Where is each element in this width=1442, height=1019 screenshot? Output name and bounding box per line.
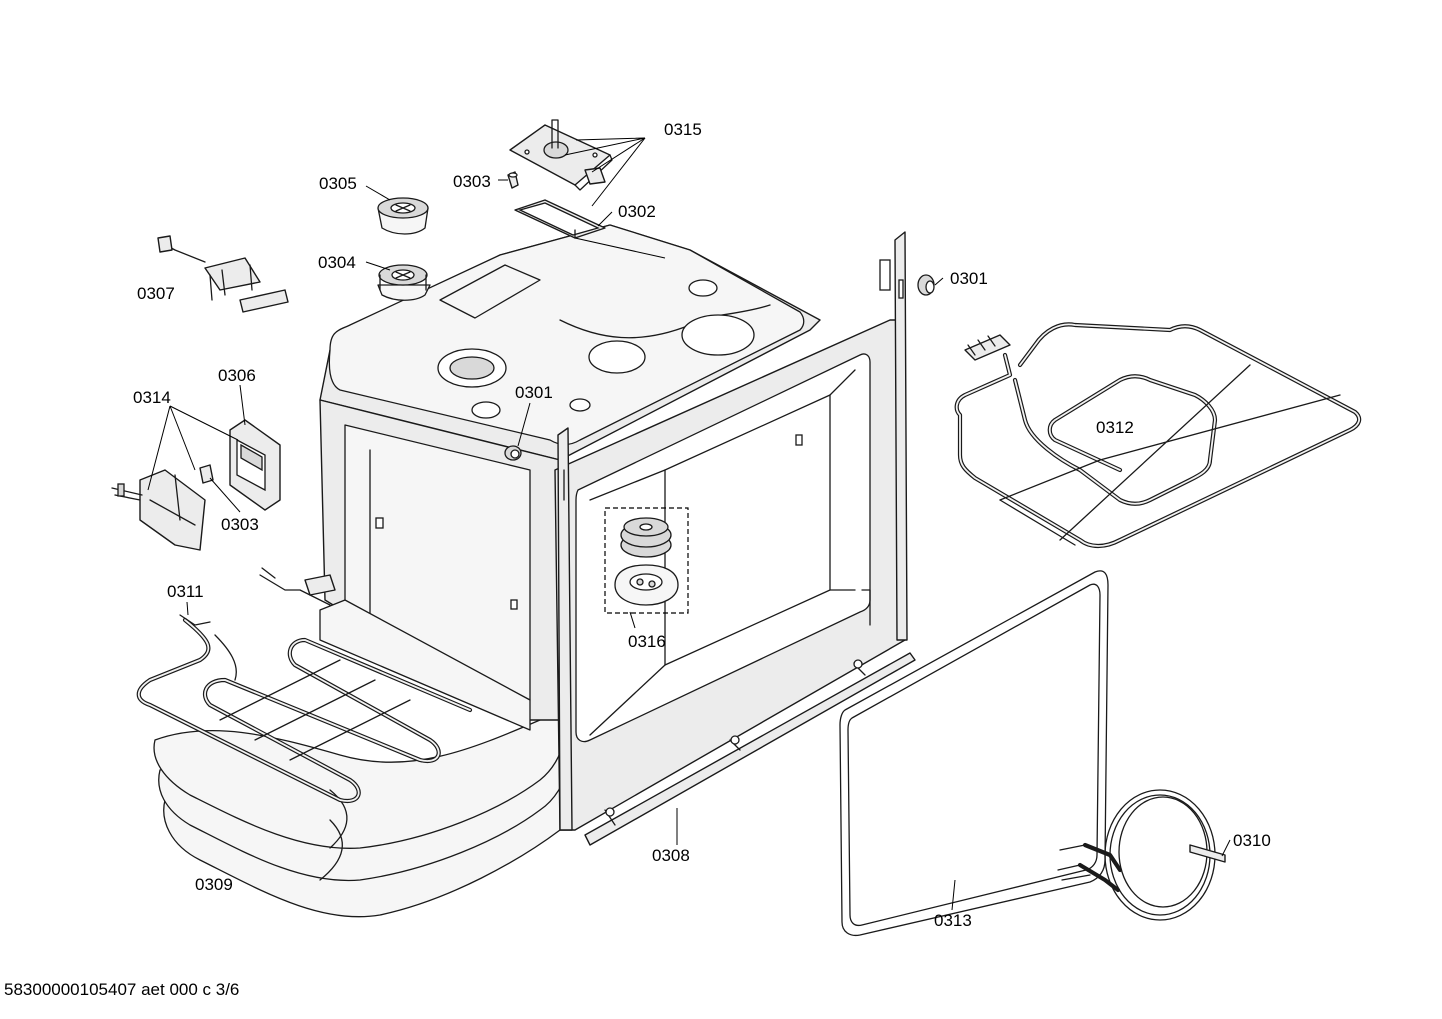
label-0303-top: 0303: [453, 172, 491, 191]
temperature-sensor-part: [157, 235, 289, 313]
label-0315: 0315: [664, 120, 702, 139]
lamp-cover-center-part: [504, 445, 522, 461]
label-0307: 0307: [137, 284, 175, 303]
label-0302: 0302: [618, 202, 656, 221]
label-0303-left: 0303: [221, 515, 259, 534]
lamp-housing-plate-part: [509, 119, 613, 191]
label-0310: 0310: [1233, 831, 1271, 850]
fan-cover-lower-part: [377, 264, 431, 301]
ring-heating-element-part: [1057, 789, 1226, 921]
label-0305: 0305: [319, 174, 357, 193]
label-0306: 0306: [218, 366, 256, 385]
label-0301-center: 0301: [515, 383, 553, 402]
lamp-socket-part: [507, 171, 519, 189]
label-0312: 0312: [1096, 418, 1134, 437]
door-trim-strip-part: [584, 652, 916, 846]
bottom-heating-element-part: [136, 614, 473, 804]
label-0304: 0304: [318, 253, 356, 272]
label-0301-right: 0301: [950, 269, 988, 288]
heater-bracket-part: [259, 567, 336, 606]
label-0308: 0308: [652, 846, 690, 865]
fan-assembly-part: [604, 507, 689, 614]
label-0313: 0313: [934, 911, 972, 930]
label-0309: 0309: [195, 875, 233, 894]
switch-cover-part: [229, 419, 281, 511]
lamp-cover-right-part: [917, 274, 935, 296]
lamp-socket-left-part: [199, 464, 214, 484]
drawing-reference-footer: 58300000105407 aet 000 c 3/6: [4, 980, 240, 999]
fan-cover-part: [377, 197, 429, 235]
switch-module-part: [111, 469, 206, 551]
insulation-mat-part: [153, 699, 580, 918]
part-labels: 0315 0303 0305 0302 0304 0307 0301 0301 …: [133, 120, 1271, 930]
seal-gasket-part: [514, 199, 606, 239]
label-0316: 0316: [628, 632, 666, 651]
front-frame-part: [554, 231, 908, 831]
leader-lines: [147, 137, 1231, 911]
oven-cavity-part: [319, 224, 821, 731]
top-grill-heating-element-part: [954, 322, 1362, 549]
label-0314: 0314: [133, 388, 171, 407]
label-0311: 0311: [167, 582, 204, 601]
